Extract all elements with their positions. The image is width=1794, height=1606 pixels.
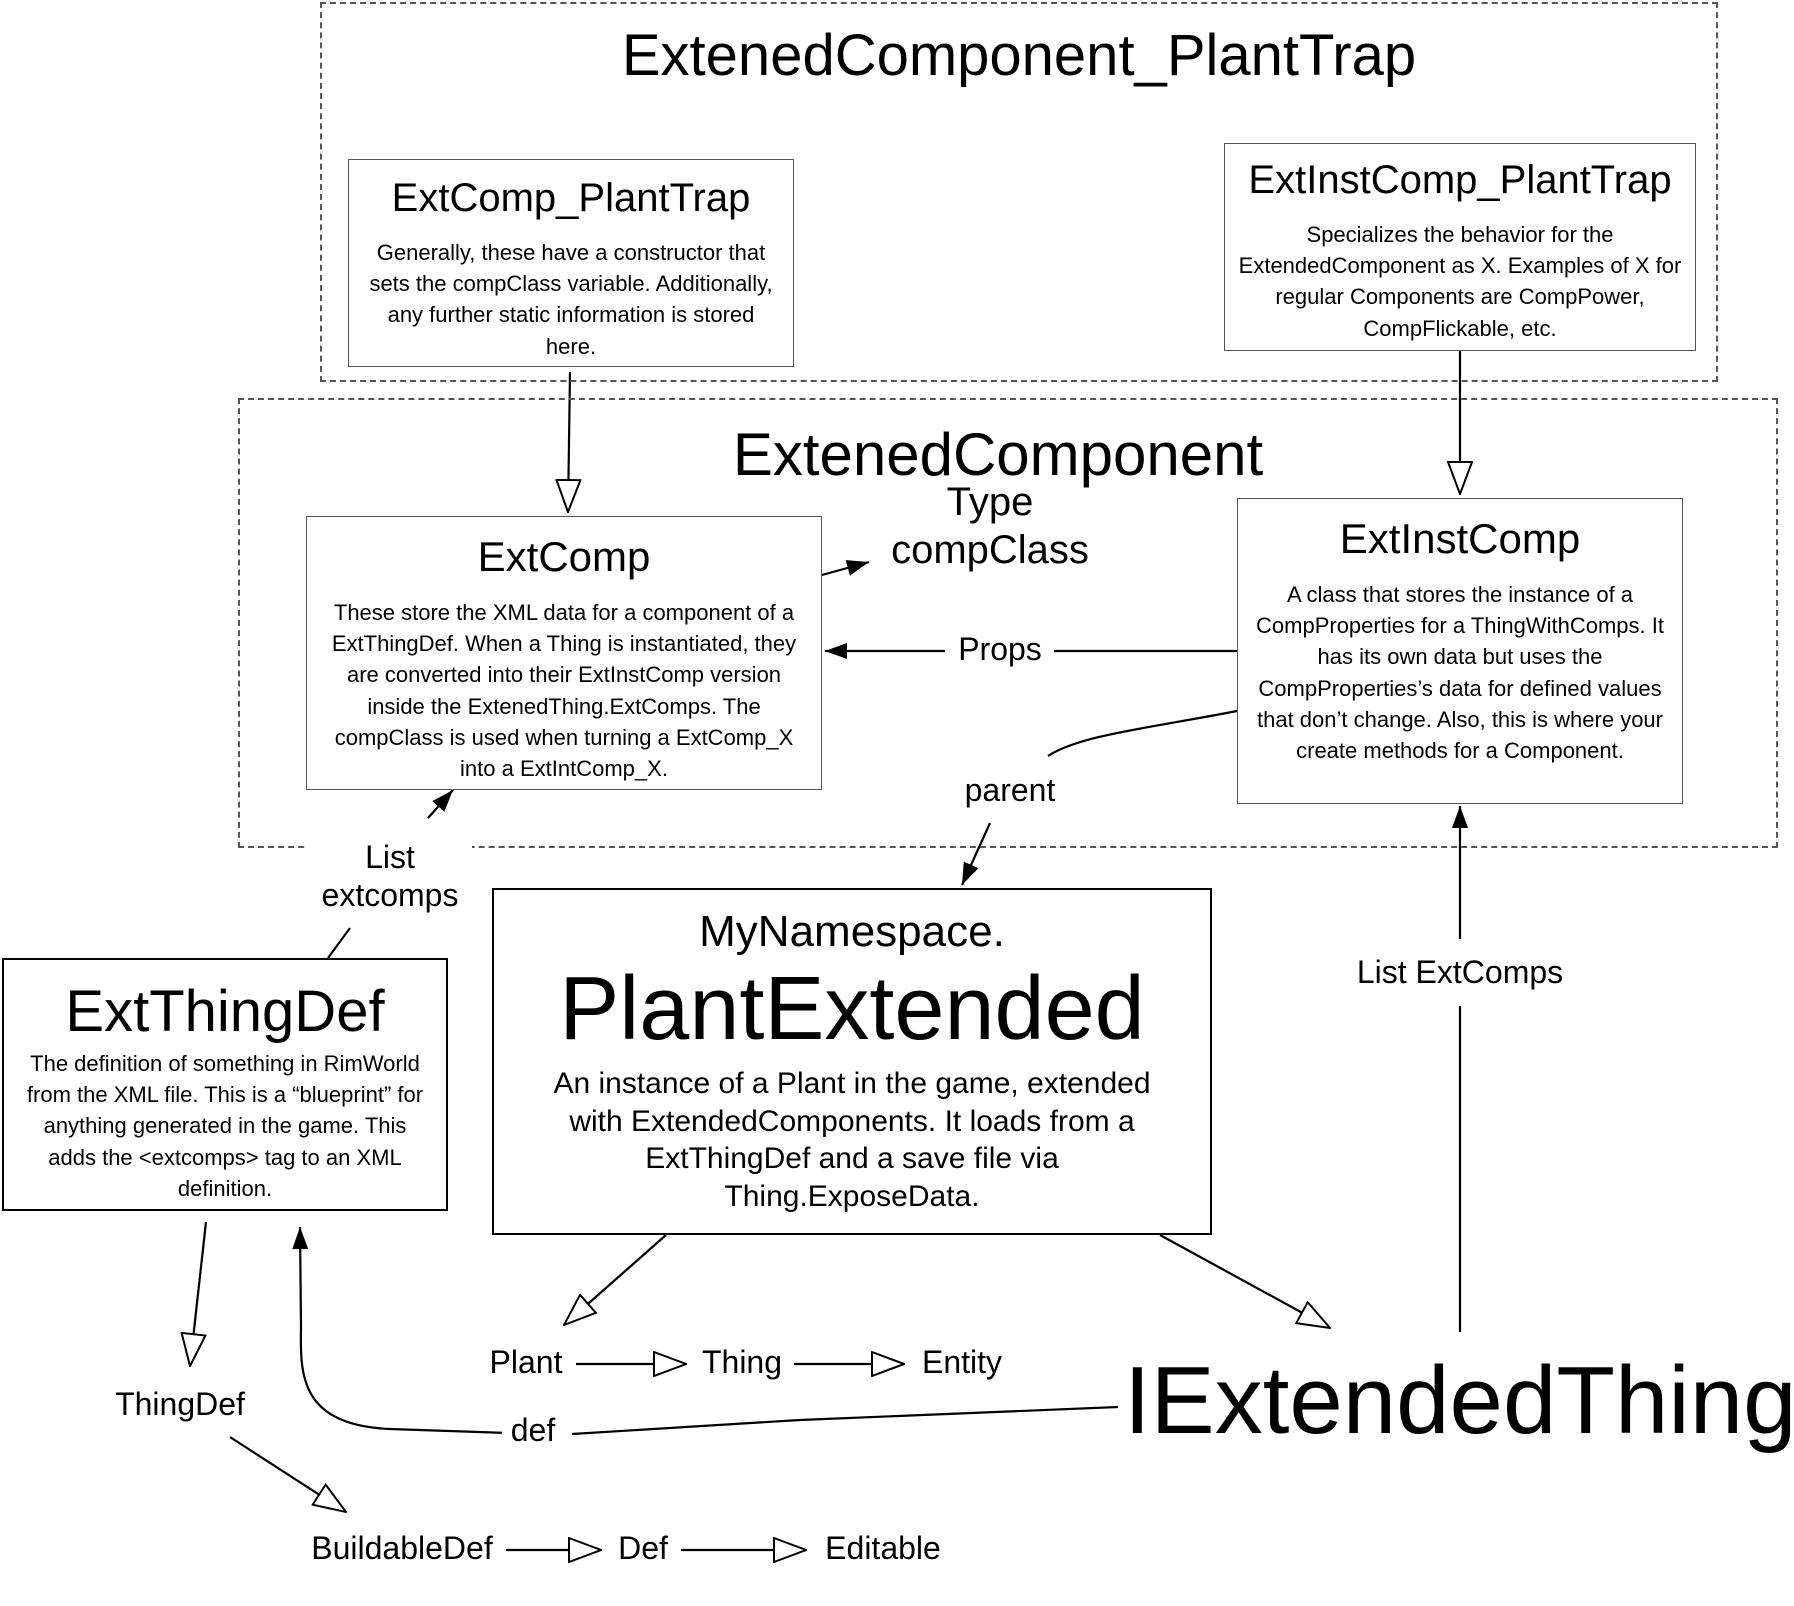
node-extinstcomp-planttrap: ExtInstComp_PlantTrap Specializes the be… [1224, 143, 1696, 351]
node-title: ExtInstComp [1339, 515, 1581, 562]
node-title: ExtThingDef [65, 979, 385, 1044]
class-editable: Editable [825, 1530, 941, 1566]
class-buildabledef: BuildableDef [311, 1530, 493, 1566]
node-extinstcomp: ExtInstComp A class that stores the inst… [1237, 498, 1683, 804]
group-planttrap-title: ExtenedComponent_PlantTrap [621, 23, 1417, 88]
node-title: ExtComp [477, 533, 651, 580]
edge-plantextended-to-iextendedthing [1159, 1234, 1330, 1328]
edge-extcomp-planttrap-to-extcomp [568, 371, 570, 512]
label-parent: parent [964, 772, 1056, 808]
class-thing: Thing [701, 1344, 783, 1380]
edge-def [300, 1227, 1119, 1436]
class-plant: Plant [489, 1344, 563, 1380]
label-props: Props [948, 631, 1052, 668]
node-description: An instance of a Plant in the game, exte… [553, 1066, 1151, 1214]
label-def: def [502, 1412, 564, 1449]
group-extened-component: ExtenedComponent [238, 398, 1778, 848]
node-iextendedthing: IExtendedThing [1124, 1347, 1794, 1454]
node-namespace: MyNamespace. [699, 907, 1005, 956]
node-extcomp-planttrap: ExtComp_PlantTrap Generally, these have … [348, 159, 794, 367]
label-type: Type [946, 480, 1034, 524]
edge-list-extcomps-lower [327, 790, 453, 959]
edge-extcomp-to-compclass [821, 560, 870, 577]
class-entity: Entity [921, 1344, 1003, 1380]
label-type-compclass: Type compClass [870, 478, 1110, 574]
label-extcomps: extcomps [321, 877, 459, 914]
class-thingdef: ThingDef [115, 1386, 245, 1422]
label-list-extcomps-upper: List ExtComps [1340, 954, 1580, 991]
node-title: PlantExtended [559, 959, 1145, 1060]
node-plantextended: MyNamespace. PlantExtended An instance o… [492, 888, 1212, 1235]
node-title: ExtInstComp_PlantTrap [1248, 158, 1672, 202]
node-description: The definition of something in RimWorld … [26, 1050, 424, 1201]
node-description: These store the XML data for a component… [331, 600, 797, 782]
edge-parent [962, 709, 1238, 885]
group-extened-component-planttrap: ExtenedComponent_PlantTrap [320, 2, 1718, 382]
node-extthingdef: ExtThingDef The definition of something … [2, 958, 448, 1211]
label-list-extcomps-lower: List extcomps [308, 838, 472, 915]
node-title: ExtComp_PlantTrap [391, 176, 751, 220]
node-description: Generally, these have a constructor that… [369, 240, 773, 359]
edge-thingdef-to-buildabledef [229, 1436, 346, 1512]
node-description: A class that stores the instance of a Co… [1256, 582, 1664, 764]
label-list: List [365, 839, 415, 875]
node-description: Specializes the behavior for the Extende… [1238, 222, 1682, 341]
label-compclass: compClass [891, 528, 1089, 572]
group-extened-component-title: ExtenedComponent [732, 421, 1264, 488]
edge-plantextended-to-plant [564, 1234, 667, 1325]
class-def: Def [618, 1530, 668, 1566]
node-extcomp: ExtComp These store the XML data for a c… [306, 516, 822, 790]
edge-extthingdef-to-thingdef [190, 1221, 208, 1366]
